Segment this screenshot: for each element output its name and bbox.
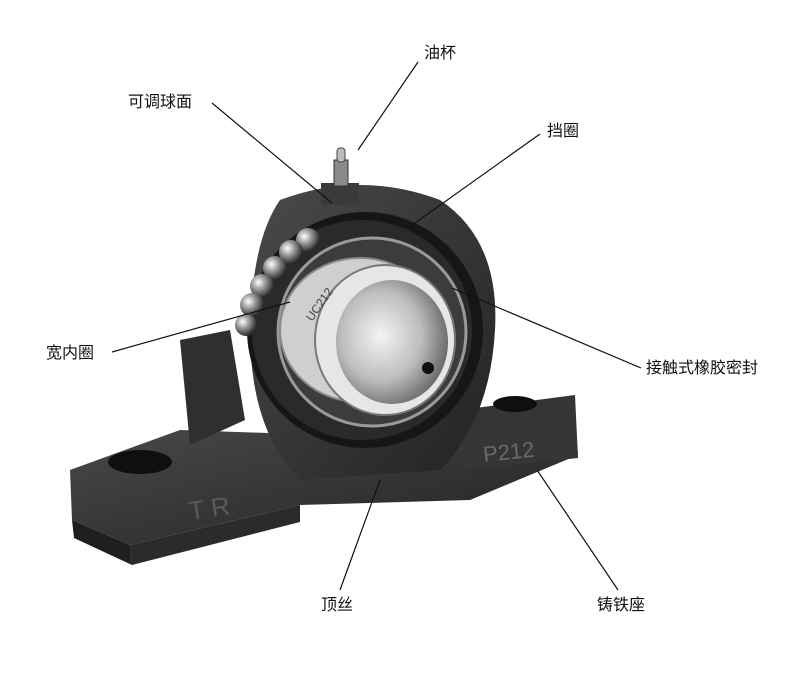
- left-bolt-hole: [108, 450, 172, 474]
- leader-contact-rubber-seal: [451, 287, 642, 369]
- leader-retaining-ring: [407, 133, 541, 229]
- leader-lines: [111, 61, 642, 591]
- label-oil-cup: 油杯: [424, 43, 457, 62]
- bearing-insert: UC212: [252, 220, 472, 440]
- leader-set-screw: [339, 479, 381, 591]
- leader-oil-cup: [357, 61, 419, 151]
- right-bolt-hole: [493, 396, 537, 412]
- foot-marking: T R: [187, 490, 232, 525]
- label-set-screw: 顶丝: [321, 595, 354, 614]
- label-contact-rubber-seal: 接触式橡胶密封: [646, 358, 759, 377]
- ball-cage: [235, 228, 320, 336]
- leader-adjustable-sphere: [211, 102, 333, 204]
- label-wide-inner-ring: 宽内圈: [46, 343, 95, 362]
- set-screw-hole: [422, 362, 434, 374]
- label-retaining-ring: 挡圈: [547, 121, 580, 140]
- grease-nipple: [321, 147, 359, 205]
- leader-cast-iron-housing: [536, 469, 619, 591]
- label-cast-iron-housing: 铸铁座: [597, 595, 646, 614]
- housing-code: P212: [482, 437, 536, 467]
- leader-wide-inner-ring: [111, 301, 291, 353]
- bore: [336, 280, 448, 404]
- label-adjustable-sphere: 可调球面: [128, 92, 193, 111]
